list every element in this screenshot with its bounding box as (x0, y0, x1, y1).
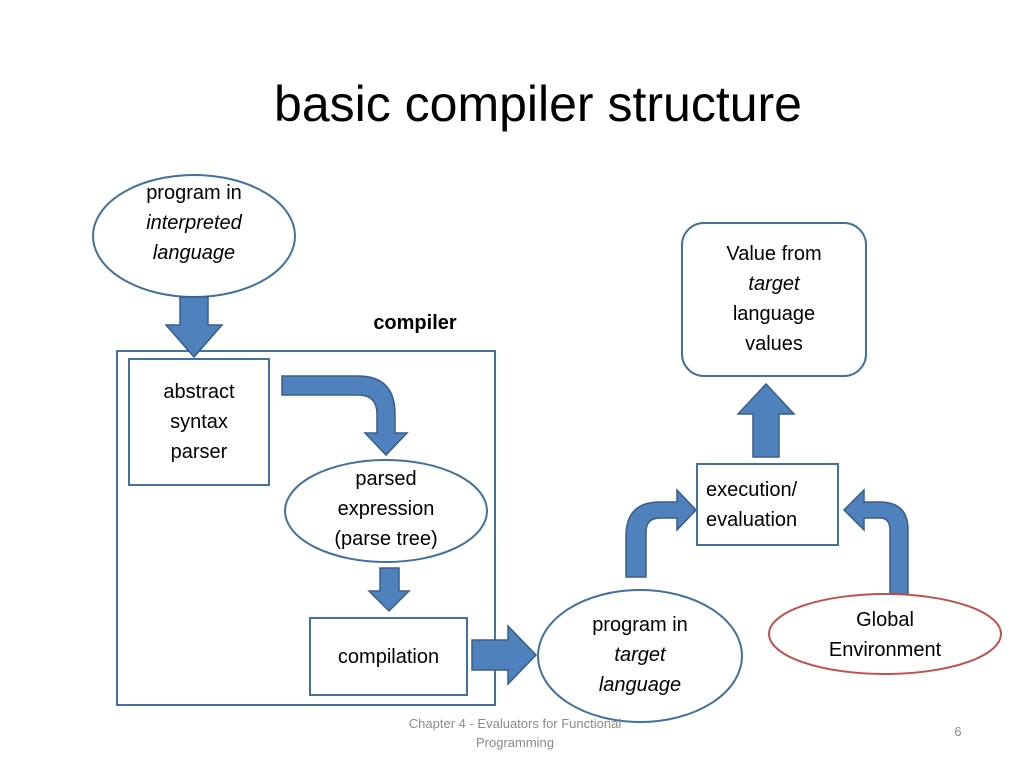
parser-line1: abstract (163, 381, 235, 403)
compilation-box (309, 617, 468, 696)
execution-line2: evaluation (706, 509, 798, 531)
abstract-syntax-parser-box (128, 358, 270, 486)
parsed-expression-ellipse (284, 459, 488, 563)
parser-line2: syntax (170, 411, 228, 433)
program-interpreted-label: program in interpreted language (114, 178, 274, 268)
program-target-label: program in target language (560, 610, 720, 700)
value-line3: language (732, 303, 816, 325)
arrow-parser-to-parsed (281, 375, 409, 457)
global-env-line1: Global (856, 609, 914, 631)
value-line2: target (748, 273, 800, 295)
execution-evaluation-box (696, 463, 839, 546)
compiler-label: compiler (373, 312, 457, 334)
program-target-line3: language (598, 674, 682, 696)
global-env-line2: Environment (828, 639, 942, 661)
value-line4: values (745, 333, 803, 355)
execution-line1: execution/ (706, 479, 798, 501)
execution-evaluation-label: execution/ evaluation (697, 474, 838, 536)
footer-text: Chapter 4 - Evaluators for Functional Pr… (360, 714, 670, 752)
arrow-execution-to-value (736, 382, 796, 458)
abstract-syntax-parser-label: abstract syntax parser (129, 377, 269, 467)
program-interpreted-line3: language (152, 242, 236, 264)
compilation-label: compilation (310, 618, 467, 695)
arrow-compilation-to-target (471, 624, 538, 686)
arrow-parsed-to-compilation (367, 567, 411, 613)
program-target-line1: program in (592, 614, 688, 636)
footer-line1: Chapter 4 - Evaluators for Functional (408, 716, 622, 731)
footer-line2: Programming (475, 735, 555, 750)
arrow-target-to-execution (625, 488, 698, 578)
program-target-line2: target (614, 644, 666, 666)
value-from-target-label: Value from target language values (682, 238, 866, 360)
program-target-ellipse (537, 589, 743, 723)
program-interpreted-line1: program in (146, 182, 242, 204)
global-environment-label: Global Environment (775, 604, 995, 666)
value-from-target-box (681, 222, 867, 377)
parser-line3: parser (170, 441, 228, 463)
arrow-globalenv-to-execution (842, 488, 909, 595)
page-number: 6 (954, 724, 962, 739)
arrow-into-parser (164, 296, 224, 359)
program-interpreted-line2: interpreted (146, 212, 242, 234)
parsed-expression-label: parsed expression (parse tree) (306, 464, 466, 554)
value-line1: Value from (726, 243, 822, 265)
parsed-line2: expression (337, 498, 435, 520)
slide-title: basic compiler structure (274, 76, 802, 132)
parsed-line1: parsed (355, 468, 417, 490)
compiler-box (116, 350, 496, 706)
parsed-line3: (parse tree) (334, 528, 438, 550)
global-environment-ellipse (768, 593, 1002, 675)
compilation-line1: compilation (337, 645, 440, 668)
